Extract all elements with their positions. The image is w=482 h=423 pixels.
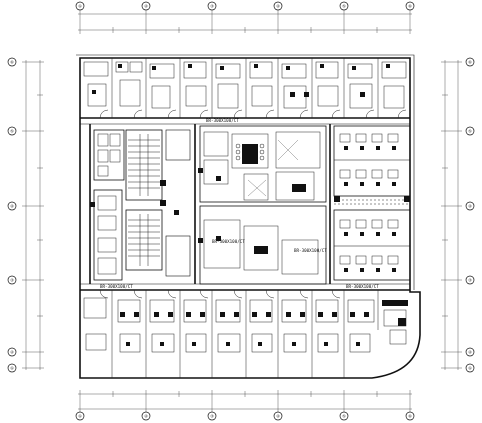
grid-label-top-3: ③: [210, 4, 214, 9]
grid-label-left-5: ②: [10, 350, 14, 355]
note-2: BR-300X100/CT: [212, 239, 245, 244]
grid-label-left-2: ⑤: [10, 129, 14, 134]
grid-label-right-3: ④: [468, 204, 472, 209]
central-core: [198, 125, 327, 285]
grid-label-bottom-2: ②: [144, 414, 148, 419]
grid-bubbles-top: ① ② ③ ④ ⑤ ⑥: [75, 1, 415, 11]
grid-bubbles-bottom: ① ② ③ ④ ⑤ ⑥: [75, 411, 415, 421]
grid-label-left-6: ①: [10, 366, 14, 371]
grid-label-bottom-6: ⑥: [408, 414, 412, 419]
note-3: BR-300X100/CT: [100, 284, 133, 289]
grid-label-bottom-5: ⑤: [342, 414, 346, 419]
note-5: BR-300X100/CT: [294, 248, 327, 253]
grid-label-right-5: ②: [468, 350, 472, 355]
grid-bubbles-left: ⑥ ⑤ ④ ③ ② ①: [7, 57, 17, 373]
grid-label-bottom-1: ①: [78, 414, 82, 419]
grid-label-left-1: ⑥: [10, 60, 14, 65]
note-1: BR-300X100/CT: [206, 118, 239, 123]
annotations: BR-300X100/CT BR-300X100/CT BR-300X100/C…: [100, 118, 379, 289]
grid-label-bottom-3: ③: [210, 414, 214, 419]
grid-bubbles-right: ⑥ ⑤ ④ ③ ② ①: [465, 57, 475, 373]
grid-label-top-2: ②: [144, 4, 148, 9]
dimension-lines: [22, 10, 462, 413]
grid-label-right-1: ⑥: [468, 60, 472, 65]
grid-label-left-4: ③: [10, 278, 14, 283]
grid-label-top-5: ⑤: [342, 4, 346, 9]
grid-label-top-1: ①: [78, 4, 82, 9]
grid-label-bottom-4: ④: [276, 414, 280, 419]
grid-label-top-4: ④: [276, 4, 280, 9]
note-4: BR-300X100/CT: [346, 284, 379, 289]
grid-label-top-6: ⑥: [408, 4, 412, 9]
grid-label-right-2: ⑤: [468, 129, 472, 134]
left-core: [90, 129, 191, 281]
exterior-walls: [76, 54, 421, 379]
top-room-row: [83, 58, 407, 119]
grid-label-right-6: ①: [468, 366, 472, 371]
bottom-room-row: [83, 289, 408, 378]
grid-label-left-3: ④: [10, 204, 14, 209]
right-wing: [333, 125, 411, 281]
grid-label-right-4: ③: [468, 278, 472, 283]
